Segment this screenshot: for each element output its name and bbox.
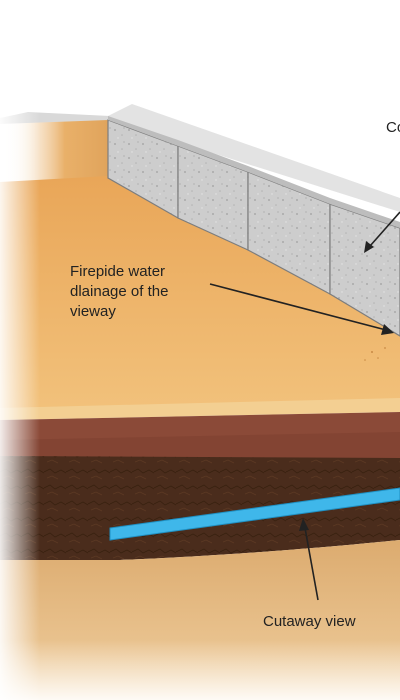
sand-speckles — [364, 347, 386, 361]
wall-arrow — [369, 211, 400, 247]
dark-soil-layer — [0, 456, 400, 560]
drainage-arrow — [209, 283, 387, 331]
label-drainage: Firepide water dlainage of the vieway — [70, 263, 169, 320]
cutaway-arrowhead — [299, 518, 309, 531]
cutaway-arrow — [304, 527, 319, 601]
drainage-pipe — [109, 487, 400, 541]
label-top-right: Co — [386, 119, 400, 136]
label-cutaway: Cutaway view — [263, 613, 356, 630]
sand-surface — [0, 176, 400, 416]
sand-edge — [0, 398, 400, 420]
wall-arrowhead — [364, 241, 374, 253]
annotation-arrows — [209, 211, 400, 601]
concrete-wall — [107, 104, 400, 337]
drainage-arrowhead — [381, 324, 394, 335]
